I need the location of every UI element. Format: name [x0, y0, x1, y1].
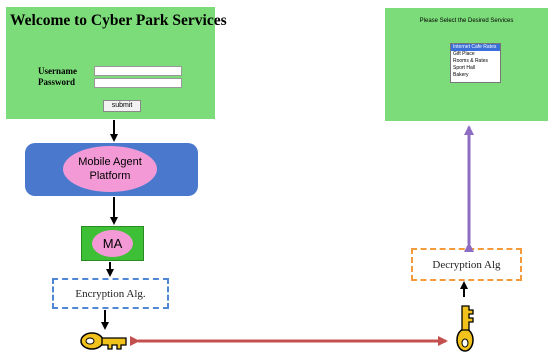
username-label: Username	[38, 66, 77, 76]
services-panel: Please Select the Desired Services Inter…	[385, 8, 548, 121]
service-option[interactable]: Bakery	[453, 72, 469, 78]
encryption-alg-box: Encryption Alg.	[52, 278, 169, 309]
decryption-key-icon	[456, 305, 474, 352]
password-label: Password	[38, 77, 76, 87]
service-option[interactable]: Gift Place	[453, 51, 475, 57]
username-field[interactable]	[94, 66, 182, 76]
mobile-agent-platform-ellipse: Mobile Agent Platform	[63, 146, 157, 192]
mobile-agent-box: MA	[81, 226, 144, 261]
encryption-key-icon	[80, 332, 127, 350]
mobile-agent-ellipse: MA	[92, 230, 133, 257]
mobile-agent-platform-box: Mobile Agent Platform	[25, 143, 198, 196]
platform-label-line2: Platform	[89, 170, 131, 182]
login-title: Welcome to Cyber Park Services	[10, 12, 227, 29]
password-field[interactable]	[94, 78, 182, 88]
services-listbox[interactable]: Internet Cafe Rates Gift Place Rooms & R…	[450, 43, 501, 83]
platform-label-line1: Mobile Agent	[78, 156, 142, 168]
service-option[interactable]: Sport Hall	[453, 65, 475, 71]
services-title: Please Select the Desired Services	[419, 18, 514, 24]
login-panel: Welcome to Cyber Park Services Username …	[6, 7, 227, 119]
submit-button[interactable]: submit	[103, 100, 141, 112]
service-option[interactable]: Rooms & Rates	[453, 58, 489, 64]
service-option[interactable]: Internet Cafe Rates	[451, 44, 500, 51]
